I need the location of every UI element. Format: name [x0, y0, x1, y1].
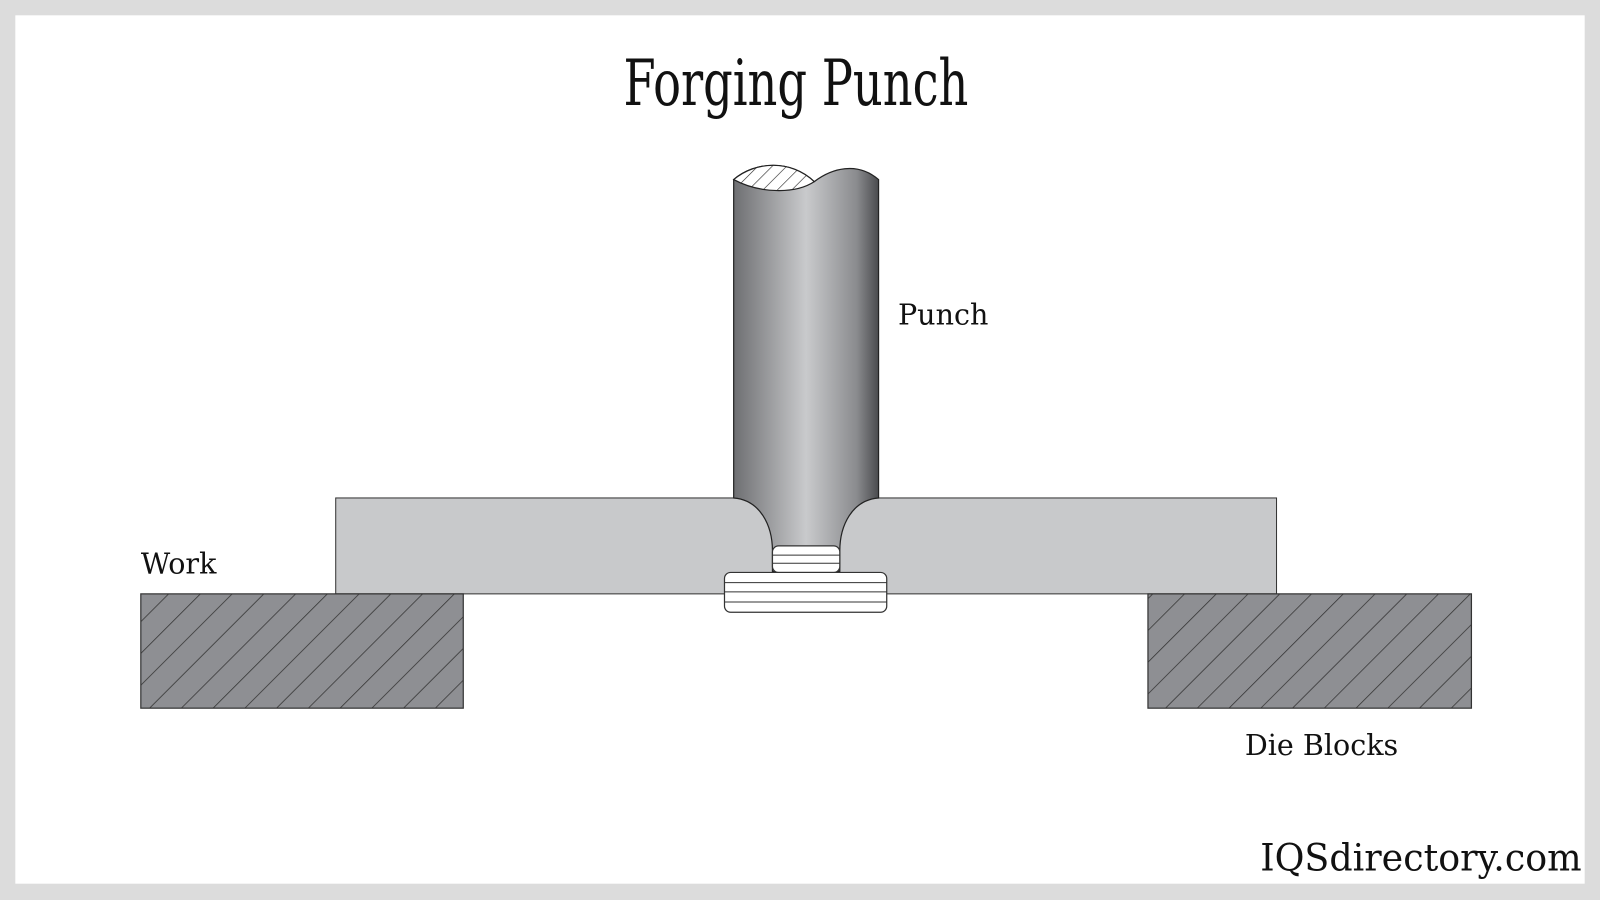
label-die-blocks: Die Blocks: [1245, 728, 1398, 762]
die-block-left: [140, 593, 464, 709]
punch: [723, 164, 888, 613]
label-punch: Punch: [898, 297, 988, 331]
label-work: Work: [141, 546, 217, 580]
punch-cross-section: [732, 164, 816, 192]
watermark: IQSdirectory.com: [1260, 835, 1581, 879]
die-block-right: [1147, 593, 1473, 709]
forged-neck: [771, 545, 841, 574]
diagram-title: Forging Punch: [623, 46, 968, 120]
